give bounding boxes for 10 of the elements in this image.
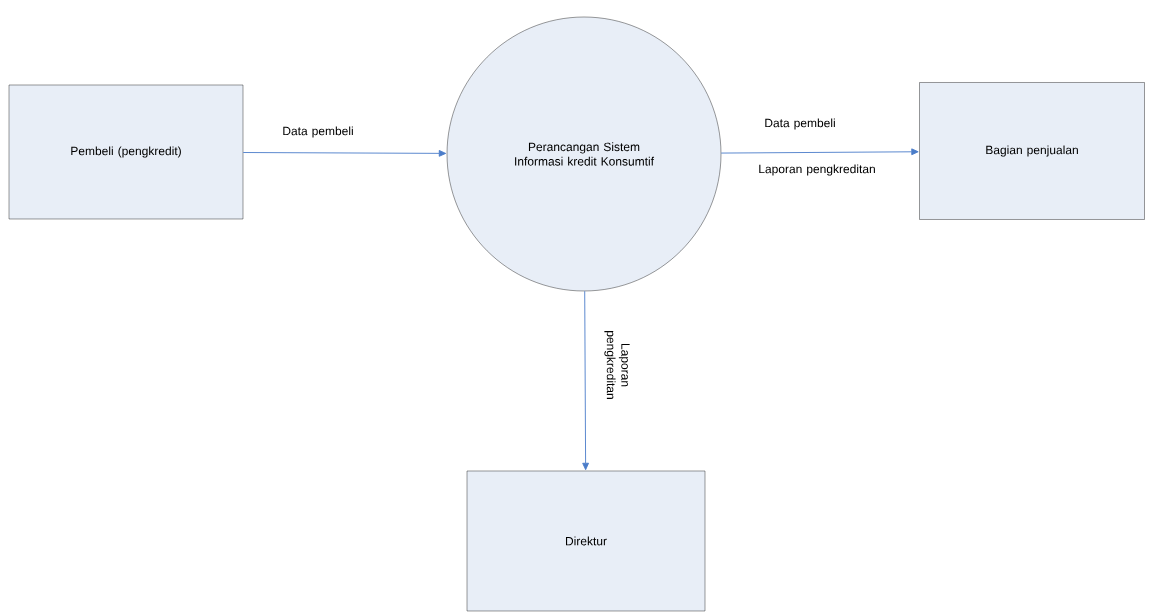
arrow [720, 148, 919, 156]
edge-label: Data pembeli [765, 118, 835, 130]
arrow [242, 150, 447, 157]
edge-label: Data pembeli [283, 126, 353, 138]
edge-label: Laporan pengkreditan [604, 331, 630, 399]
entity-box: Pembeli (pengkredit) [8, 84, 244, 220]
entity-box: Direktur [466, 470, 706, 612]
entity-box: Bagian penjualan [919, 82, 1145, 220]
arrow [582, 290, 589, 471]
flow-label: Laporan pengkreditan [759, 164, 875, 176]
